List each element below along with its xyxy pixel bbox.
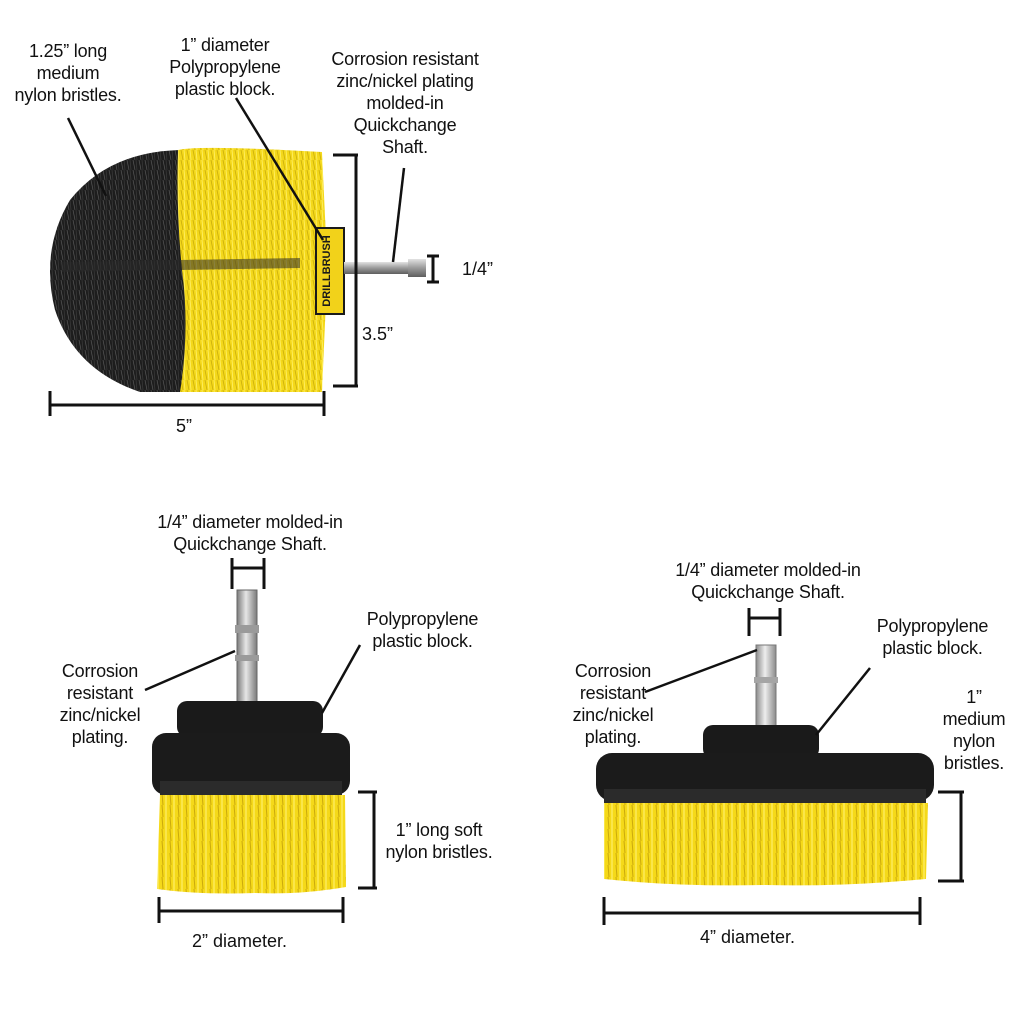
height-label: 3.5”	[362, 324, 394, 344]
shaft-callout: 1/4” diameter molded-in Quickchange Shaf…	[675, 560, 861, 602]
plastic-block-upper	[177, 701, 323, 737]
small-flat-brush-illustration	[144, 558, 377, 923]
block-callout: Polypropylene plastic block.	[366, 609, 479, 651]
diameter-label: 4” diameter.	[700, 927, 796, 947]
top-brush-panel: DRILLBRUSH 1.25” long medium nylon brist…	[0, 0, 1020, 500]
hex-shaft	[755, 644, 777, 734]
brand-text: DRILLBRUSH	[321, 235, 333, 307]
bristles-callout: 1” medium nylon bristles.	[942, 687, 1006, 773]
diameter-label: 2” diameter.	[192, 931, 288, 951]
plating-callout: Corrosion resistant zinc/nickel plating.	[59, 661, 141, 747]
large-brush-panel: 1/4” diameter molded-in Quickchange Shaf…	[510, 505, 1020, 1020]
block-callout: 1” diameter Polypropylene plastic block.	[169, 35, 281, 99]
plastic-block-upper	[703, 725, 819, 759]
plating-callout: Corrosion resistant zinc/nickel plating.	[572, 661, 654, 747]
shaft-callout: 1/4” diameter molded-in Quickchange Shaf…	[157, 512, 343, 554]
large-flat-brush-illustration	[596, 608, 964, 925]
leader-shaft	[391, 167, 406, 263]
round-drill-brush-illustration: DRILLBRUSH	[48, 97, 439, 416]
shaft-callout: Corrosion resistant zinc/nickel plating …	[331, 49, 479, 157]
plastic-block-lower	[152, 733, 350, 795]
hex-shaft	[344, 262, 426, 274]
hex-shaft	[236, 589, 258, 706]
yellow-bristles	[177, 147, 326, 392]
bristles-callout: 1” long soft nylon bristles.	[385, 820, 493, 862]
bristles-callout: 1.25” long medium nylon bristles.	[14, 41, 122, 105]
width-label: 5”	[176, 416, 193, 436]
yellow-bristles	[604, 803, 928, 886]
small-brush-panel: 1/4” diameter molded-in Quickchange Shaf…	[0, 505, 510, 1020]
yellow-bristles	[157, 795, 346, 894]
block-callout: Polypropylene plastic block.	[876, 616, 989, 658]
shaft-diameter-label: 1/4”	[462, 259, 494, 279]
leader-block	[234, 97, 325, 241]
leader-bristles	[66, 117, 108, 197]
